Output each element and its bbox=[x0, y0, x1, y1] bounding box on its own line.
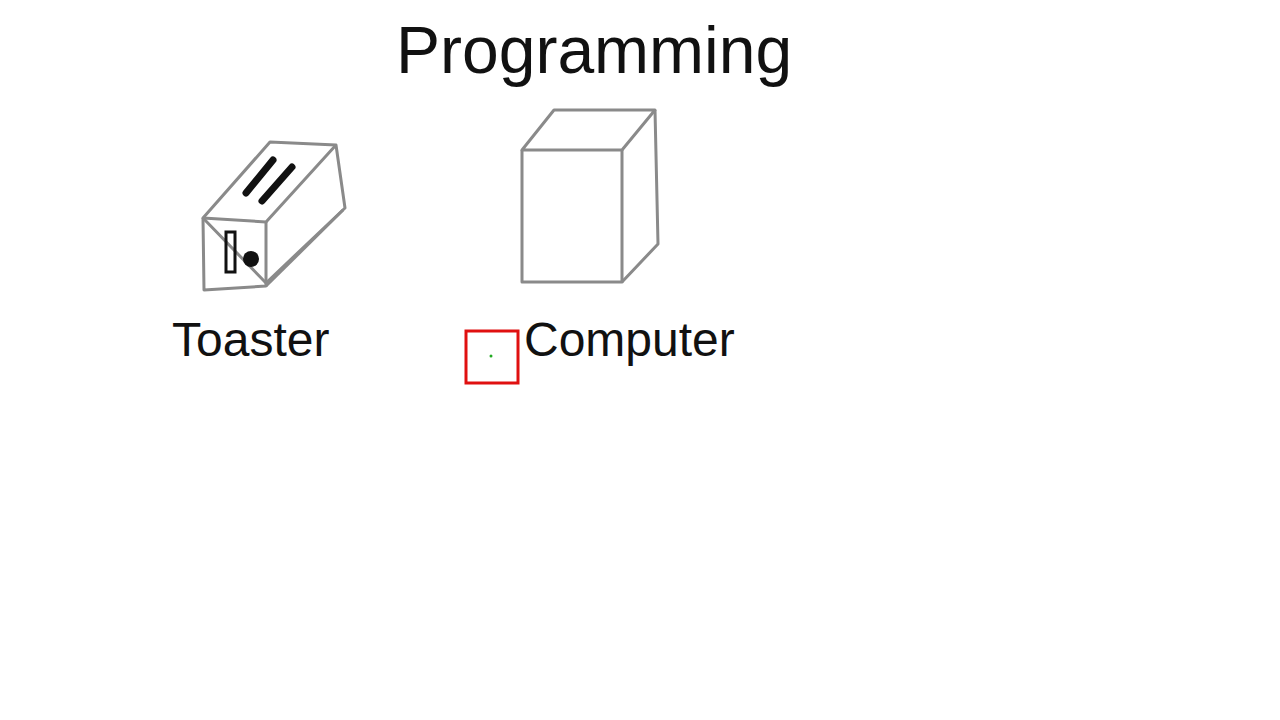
toaster-drawing bbox=[203, 142, 345, 290]
device-label: Toaster bbox=[172, 314, 329, 367]
device-label: Computer bbox=[524, 314, 735, 367]
toaster-slots bbox=[246, 160, 292, 201]
toaster-lever bbox=[226, 232, 259, 272]
cursor-dot bbox=[490, 355, 493, 358]
computer-drawing bbox=[522, 110, 658, 282]
diagram-title: Programming bbox=[396, 14, 792, 87]
highlight-box bbox=[466, 331, 518, 383]
